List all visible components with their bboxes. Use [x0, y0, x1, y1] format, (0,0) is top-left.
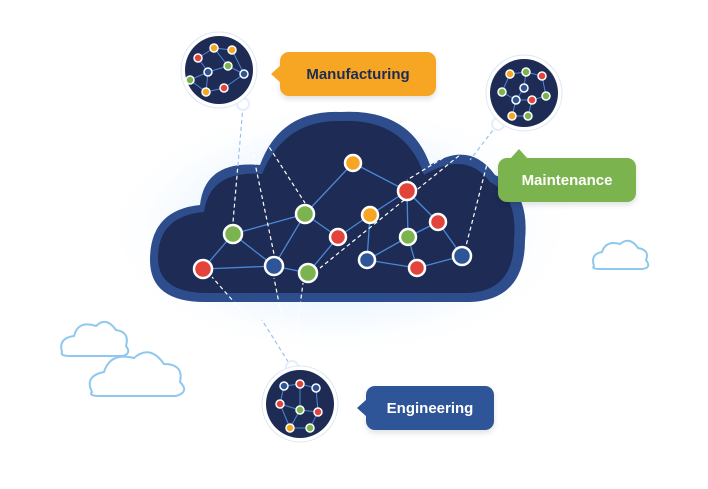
network-globe-icon [180, 31, 258, 109]
dashed-connectors-outside [237, 105, 498, 369]
cloud-outline-icon [88, 351, 186, 397]
callout-tail [510, 149, 528, 159]
network-globe-icon [485, 54, 563, 132]
callout-tail [271, 65, 281, 83]
callout-tail [357, 399, 367, 417]
network-cloud-icon [150, 111, 526, 302]
cloud-outline-icon [60, 320, 130, 357]
cloud-outline-icon [592, 239, 650, 270]
node-icon [192, 153, 473, 284]
network-globe-icon [261, 365, 339, 443]
engineering-callout: Engineering [357, 386, 494, 430]
maintenance-callout: Maintenance [498, 149, 636, 202]
manufacturing-callout: Manufacturing [271, 52, 436, 96]
maintenance-label: Maintenance [521, 171, 613, 189]
engineering-label: Engineering [386, 399, 474, 417]
manufacturing-label: Manufacturing [306, 65, 410, 83]
